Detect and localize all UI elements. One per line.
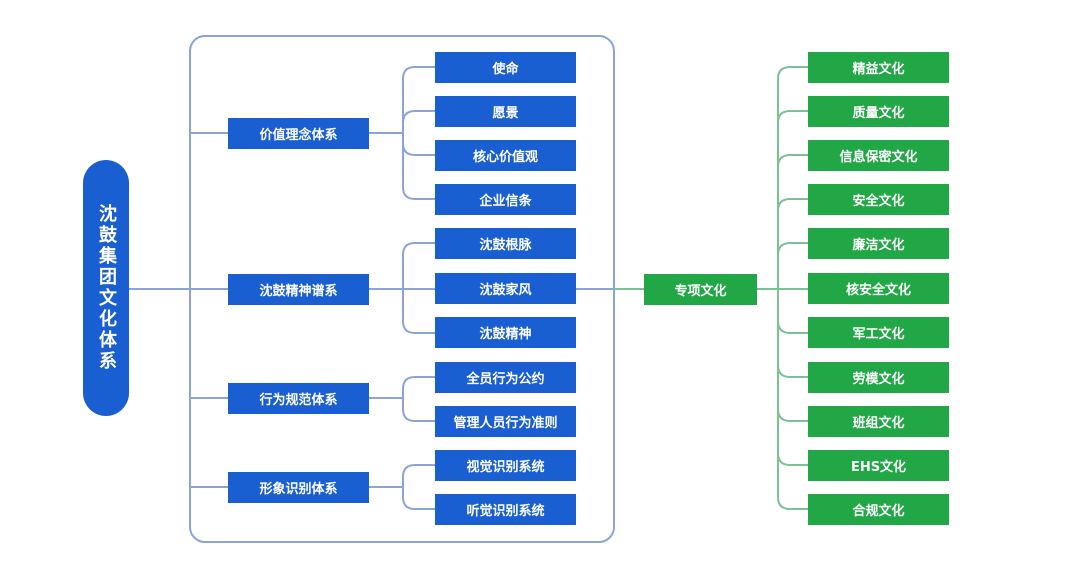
leaf-node[interactable]: 使命 xyxy=(435,52,576,83)
root-node[interactable]: 沈鼓集团文化体系 xyxy=(83,160,129,416)
leaf-node[interactable]: 管理人员行为准则 xyxy=(435,406,576,437)
special-leaf-node[interactable]: 安全文化 xyxy=(808,184,949,215)
special-leaf-node[interactable]: 劳模文化 xyxy=(808,362,949,393)
leaf-node[interactable]: 视觉识别系统 xyxy=(435,450,576,481)
special-leaf-node[interactable]: 廉洁文化 xyxy=(808,228,949,259)
special-leaf-node[interactable]: 信息保密文化 xyxy=(808,140,949,171)
special-leaf-node[interactable]: 质量文化 xyxy=(808,96,949,127)
green-connectors xyxy=(615,66,808,510)
group-node-identity[interactable]: 形象识别体系 xyxy=(228,472,369,503)
leaf-node[interactable]: 全员行为公约 xyxy=(435,362,576,393)
special-leaf-node[interactable]: 合规文化 xyxy=(808,494,949,525)
group-node-behavior[interactable]: 行为规范体系 xyxy=(228,383,369,414)
special-leaf-node[interactable]: 班组文化 xyxy=(808,406,949,437)
group-node-values[interactable]: 价值理念体系 xyxy=(228,118,369,149)
group-node-spirit[interactable]: 沈鼓精神谱系 xyxy=(228,274,369,305)
special-leaf-node[interactable]: EHS文化 xyxy=(808,450,949,481)
leaf-node[interactable]: 愿景 xyxy=(435,96,576,127)
core-culture-frame xyxy=(189,35,615,543)
leaf-node[interactable]: 沈鼓家风 xyxy=(435,273,576,304)
special-leaf-node[interactable]: 核安全文化 xyxy=(808,273,949,304)
leaf-node[interactable]: 听觉识别系统 xyxy=(435,494,576,525)
special-leaf-node[interactable]: 军工文化 xyxy=(808,317,949,348)
special-leaf-node[interactable]: 精益文化 xyxy=(808,52,949,83)
leaf-node[interactable]: 核心价值观 xyxy=(435,140,576,171)
special-culture-node[interactable]: 专项文化 xyxy=(644,274,757,305)
leaf-node[interactable]: 企业信条 xyxy=(435,184,576,215)
leaf-node[interactable]: 沈鼓精神 xyxy=(435,317,576,348)
leaf-node[interactable]: 沈鼓根脉 xyxy=(435,228,576,259)
